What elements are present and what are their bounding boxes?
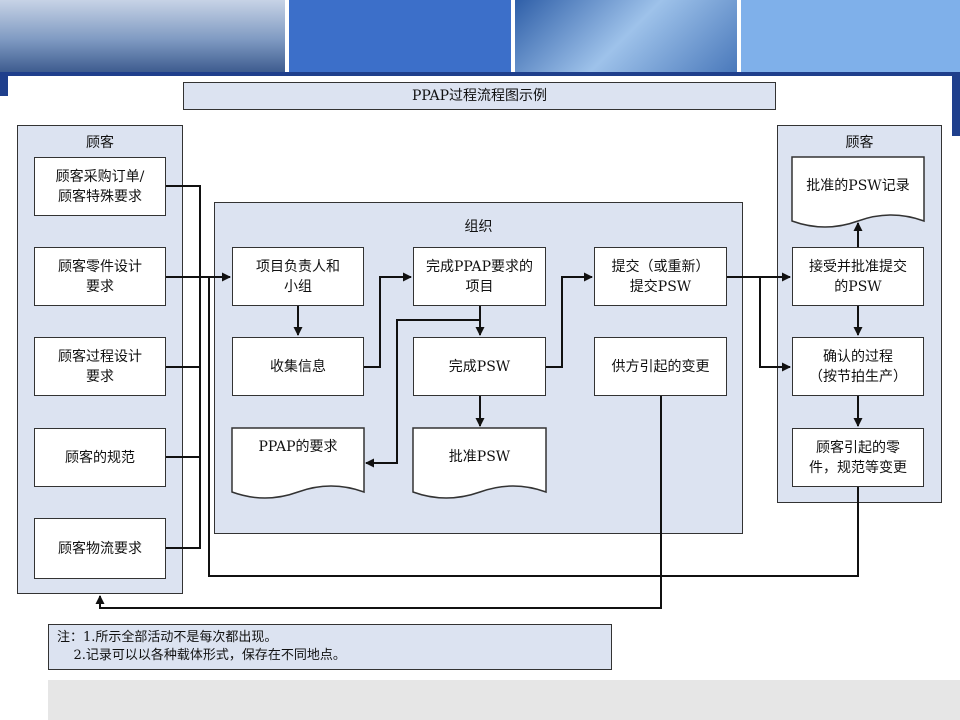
right-panel-label: 顾客	[845, 135, 874, 151]
right-accent	[952, 76, 960, 136]
psw-record-doc	[791, 156, 925, 228]
note-line-1: 注：1.所示全部活动不是每次都出现。	[57, 630, 278, 645]
customer-order-box: 顾客采购订单/ 顾客特殊要求	[34, 157, 166, 216]
banner-block-2	[289, 0, 511, 72]
customer-part-design-box: 顾客零件设计 要求	[34, 247, 166, 306]
notes-box: 注：1.所示全部活动不是每次都出现。 2.记录可以以各种载体形式，保存在不同地点…	[48, 624, 612, 670]
note-line-2: 2.记录可以以各种载体形式，保存在不同地点。	[57, 648, 346, 663]
ppap-requirements-label: PPAP的要求	[258, 439, 338, 455]
diagram-title: PPAP过程流程图示例	[183, 82, 776, 110]
left-accent	[0, 76, 8, 96]
ppap-requirements-doc	[231, 427, 365, 499]
customer-process-design-box: 顾客过程设计 要求	[34, 337, 166, 396]
banner-divider	[0, 72, 960, 76]
submit-psw-box: 提交（或重新） 提交PSW	[594, 247, 727, 306]
customer-spec-box: 顾客的规范	[34, 428, 166, 487]
customer-change-box: 顾客引起的零 件，规范等变更	[792, 428, 924, 487]
complete-ppap-box: 完成PPAP要求的 项目	[413, 247, 546, 306]
footer-bar	[48, 680, 960, 720]
project-leader-box: 项目负责人和 小组	[232, 247, 364, 306]
customer-logistics-box: 顾客物流要求	[34, 518, 166, 579]
banner-block-4	[741, 0, 960, 72]
confirm-process-box: 确认的过程 （按节拍生产）	[792, 337, 924, 396]
psw-record-label: 批准的PSW记录	[806, 178, 910, 194]
org-panel-label: 组织	[464, 219, 493, 235]
left-panel-label: 顾客	[86, 135, 114, 151]
approve-psw-doc	[412, 427, 547, 499]
approve-psw-label: 批准PSW	[448, 449, 511, 465]
supplier-change-box: 供方引起的变更	[594, 337, 727, 396]
banner-image-3	[515, 0, 737, 72]
banner-image-1	[0, 0, 285, 72]
accept-psw-box: 接受并批准提交 的PSW	[792, 247, 924, 306]
complete-psw-box: 完成PSW	[413, 337, 546, 396]
collect-info-box: 收集信息	[232, 337, 364, 396]
